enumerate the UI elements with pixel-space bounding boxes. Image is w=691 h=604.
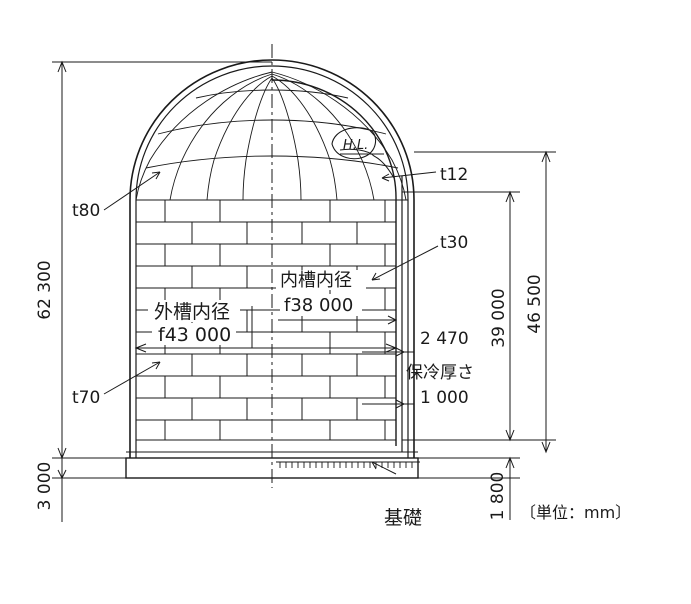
outer-diameter-title: 外槽内径 (154, 301, 230, 323)
total-height-dimension: 62 300 (35, 260, 55, 319)
high-level-callout: H.L. (331, 127, 384, 160)
inner-tank-shell (271, 79, 403, 452)
foundation-hatching (276, 461, 420, 468)
foundation-depth-dimension: 1 800 (488, 472, 508, 521)
gap-dimension-label: 2 470 (420, 329, 469, 349)
inner-wall-thickness-label: t30 (440, 233, 468, 253)
inner-diameter-value: f38 000 (284, 295, 353, 316)
insulation-value: 1 000 (420, 388, 469, 408)
foundation-label: 基礎 (384, 507, 422, 529)
outer-top-thickness-label: t80 (72, 201, 100, 221)
outer-wall-thickness-label: t70 (72, 388, 100, 408)
base-height-dimension: 3 000 (35, 462, 55, 511)
base-slab (125, 451, 419, 479)
inner-top-thickness-label: t12 (440, 165, 468, 185)
outer-tank-shell (129, 59, 415, 458)
high-level-label: H.L. (343, 138, 368, 153)
dome-ribs (135, 71, 407, 201)
inner-diameter-title: 内槽内径 (280, 270, 352, 291)
outer-diameter-value: f43 000 (158, 324, 231, 346)
unit-note: 〔単位：mm〕 (520, 503, 631, 522)
leader-lines (103, 171, 439, 475)
reference-lines (52, 61, 556, 479)
dimension-lines (57, 60, 551, 522)
insulation-title: 保冷厚さ (406, 363, 474, 383)
inner-height-dimension: 39 000 (489, 288, 509, 347)
inner-total-height-dimension: 46 500 (525, 274, 545, 333)
